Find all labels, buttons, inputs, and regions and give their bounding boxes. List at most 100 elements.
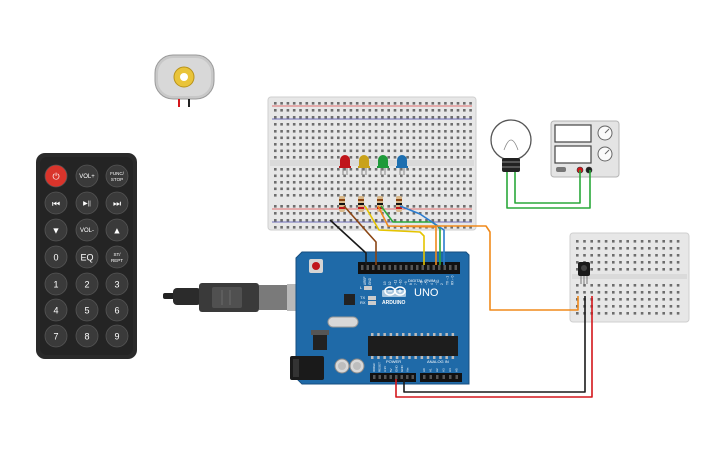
remote-button-vol-up[interactable]: VOL+	[75, 164, 99, 188]
remote-button-4[interactable]: 4	[44, 298, 68, 322]
remote-button-7[interactable]: 7	[44, 324, 68, 348]
main-breadboard[interactable]	[267, 96, 477, 231]
digital-pin-label: ~5	[425, 281, 429, 285]
usb-cable[interactable]	[163, 283, 302, 312]
remote-button-label: 0	[53, 253, 58, 263]
remote-button-st-rept[interactable]: ST/REPT	[105, 245, 129, 269]
usb-plug-head	[173, 288, 201, 305]
digital-pin-label: ~9	[404, 281, 408, 285]
digital-pin-label: ~10	[399, 279, 403, 285]
remote-button-1[interactable]: 1	[44, 272, 68, 296]
bottom-pin-label: A2	[435, 368, 439, 372]
tx-label: TX	[360, 295, 365, 300]
remote-button-0[interactable]: 0	[44, 245, 68, 269]
digital-pin-label: ~11	[393, 280, 397, 285]
skip-back-icon: ⏮	[52, 199, 60, 209]
led-green[interactable]	[377, 155, 389, 175]
terminal-negative[interactable]	[585, 166, 593, 174]
remote-button-label: 6	[114, 306, 119, 316]
remote-button-label: 9	[114, 332, 119, 342]
remote-button-vol-down[interactable]: VOL-	[75, 218, 99, 242]
power-switch[interactable]	[556, 167, 566, 172]
remote-button-6[interactable]: 6	[105, 298, 129, 322]
bulb-base	[502, 158, 520, 172]
skip-forward-icon: ⏭	[113, 199, 121, 209]
remote-button-label: ST/	[113, 252, 121, 257]
digital-label: DIGITAL (PWM~)	[408, 278, 440, 283]
led-yellow[interactable]	[358, 155, 370, 175]
bottom-pin-label: A1	[429, 368, 433, 372]
wire-blue-led[interactable]	[399, 205, 445, 265]
ir-receiver[interactable]	[578, 262, 590, 284]
bottom-pin-label: A3	[442, 368, 446, 372]
digital-pin-label: RX←0	[451, 275, 455, 285]
current-display	[554, 145, 592, 164]
power-label: POWER	[386, 359, 401, 364]
power-header[interactable]	[370, 373, 416, 382]
voltage-regulator	[313, 334, 327, 350]
crystal-oscillator	[327, 316, 359, 328]
remote-button-9[interactable]: 9	[105, 324, 129, 348]
bottom-pin-label: GND	[394, 365, 398, 373]
wire-bulb-ps-green-1[interactable]	[506, 170, 591, 209]
remote-button-prev[interactable]: ⏮	[44, 191, 68, 215]
bottom-pin-label: RESET	[378, 362, 382, 372]
power-icon: ⏻	[52, 172, 59, 182]
bottom-pin-label: 3.3V	[383, 366, 387, 372]
remote-button-label: 2	[84, 280, 89, 290]
wires[interactable]	[329, 170, 593, 398]
light-bulb[interactable]	[490, 119, 532, 172]
remote-button-8[interactable]: 8	[75, 324, 99, 348]
digital-pin-label: ~6	[419, 281, 423, 285]
bottom-pin-label: A5	[455, 368, 459, 372]
wire-bulb-ps-green-2[interactable]	[514, 170, 581, 204]
usb-chip	[344, 294, 355, 305]
wire-yellow-led[interactable]	[364, 205, 425, 265]
remote-button-func-stop[interactable]: FUNC/STOP	[105, 164, 129, 188]
remote-button-5[interactable]: 5	[75, 298, 99, 322]
remote-button-label: 5	[84, 306, 89, 316]
remote-button-label: STOP	[111, 177, 123, 182]
triangle-up-icon: ▲	[113, 226, 122, 236]
motor-shaft	[180, 73, 188, 81]
remote-button-play-pause[interactable]: ▶||	[75, 191, 99, 215]
remote-button-label: 8	[84, 332, 89, 342]
remote-button-next[interactable]: ⏭	[105, 191, 129, 215]
led-red[interactable]	[339, 155, 351, 175]
analog-header[interactable]	[420, 373, 462, 382]
gnd-label: GND	[368, 277, 372, 285]
power-supply[interactable]	[550, 120, 620, 178]
remote-button-2[interactable]: 2	[75, 272, 99, 296]
remote-button-label: REPT	[111, 258, 123, 263]
remote-button-label: VOL+	[79, 174, 95, 180]
wire-led-ground[interactable]	[329, 219, 367, 265]
digital-pin-label: 2	[440, 283, 444, 285]
digital-pin-label: 7	[414, 283, 418, 285]
small-breadboard[interactable]	[569, 232, 690, 323]
remote-button-down[interactable]: ▼	[44, 218, 68, 242]
wire-motor-orange[interactable]	[405, 225, 579, 311]
remote-button-3[interactable]: 3	[105, 272, 129, 296]
remote-button-power[interactable]: ⏻	[44, 164, 68, 188]
wire-ir-vcc[interactable]	[395, 296, 593, 398]
brand-label: ARDUINO	[382, 300, 405, 306]
remote-button-up[interactable]: ▲	[105, 218, 129, 242]
dc-motor[interactable]	[154, 54, 215, 107]
bottom-pin-label: GND	[400, 365, 404, 373]
digital-pin-label: TX→1	[445, 276, 449, 285]
wire-red-led[interactable]	[343, 205, 377, 265]
remote-button-eq[interactable]: EQ	[75, 245, 99, 269]
l-label: L	[360, 285, 363, 290]
bottom-pin-label: A4	[448, 368, 452, 372]
bottom-pin-label: IOREF	[372, 363, 376, 372]
digital-pin-label: 4	[430, 283, 434, 285]
digital-pin-label: 8	[409, 283, 413, 285]
led-blue[interactable]	[396, 155, 408, 175]
remote-button-label: 1	[53, 280, 58, 290]
aref-label: AREF	[363, 276, 367, 285]
wire-ir-ground[interactable]	[403, 296, 586, 393]
remote-button-label: FUNC/	[110, 171, 124, 176]
